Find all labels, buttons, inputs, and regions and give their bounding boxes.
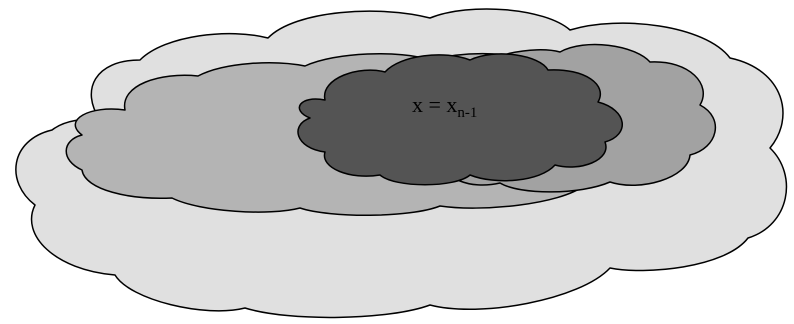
equation-label: x = xn-1: [412, 92, 477, 121]
inner-cloud: [297, 53, 623, 186]
equation-subscript: n-1: [457, 105, 477, 121]
equation-base: x = x: [412, 92, 457, 117]
